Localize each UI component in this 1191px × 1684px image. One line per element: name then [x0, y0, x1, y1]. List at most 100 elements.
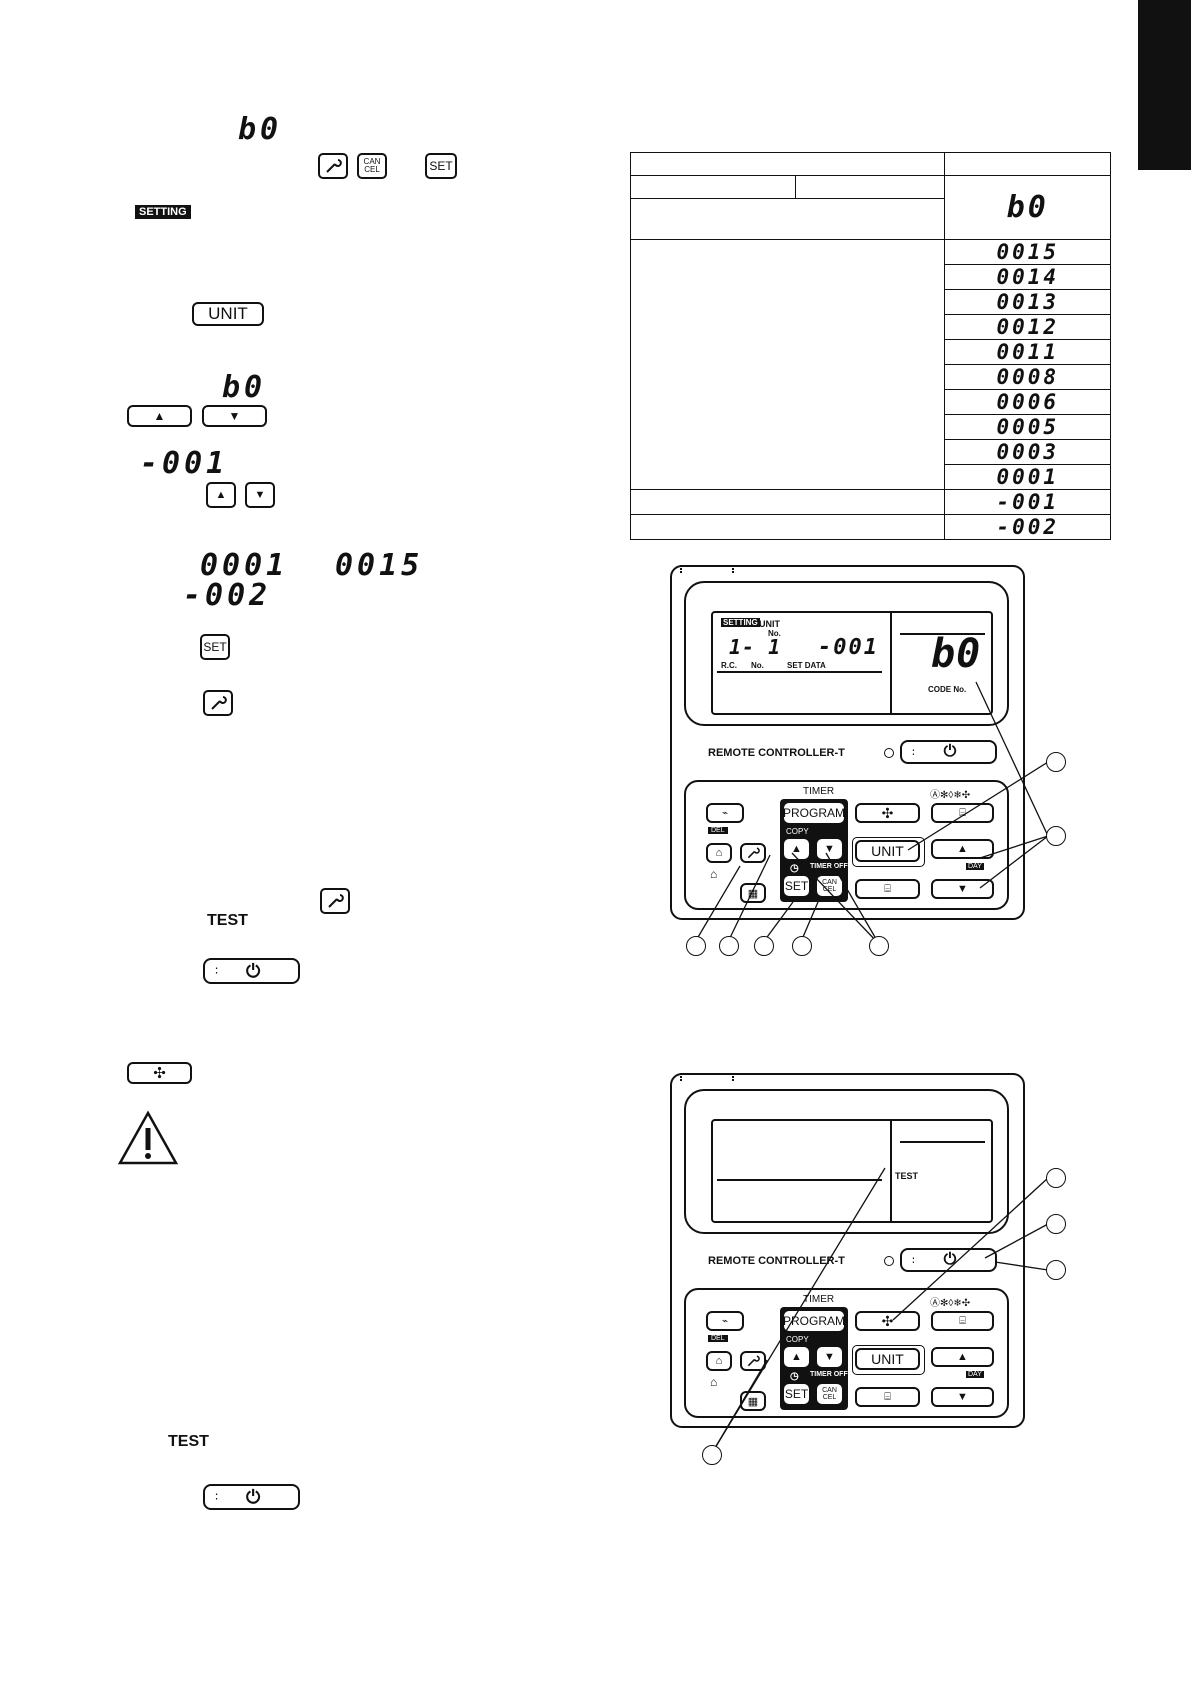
led-indicator-1: [884, 748, 894, 758]
code-b0-display: b0: [238, 112, 283, 147]
brand-label-2: REMOTE CONTROLLER-T: [708, 1255, 845, 1267]
vent-button-2[interactable]: ⌂: [706, 1351, 732, 1371]
lcd-no-label: No.: [768, 629, 781, 638]
unit-button-icon: UNIT: [192, 302, 264, 326]
vent-button-1[interactable]: ⌂: [706, 843, 732, 863]
power-button-icon: ∶⏻: [203, 958, 300, 984]
lcd-rc-label: R.C.: [721, 661, 737, 670]
program-button-2[interactable]: PROGRAM: [783, 1311, 845, 1331]
table-code-4: 0011: [996, 340, 1060, 364]
lcd-code-value: b0: [931, 631, 982, 677]
table-code-8: 0003: [996, 440, 1060, 464]
up-button-icon: ▲: [127, 405, 192, 427]
lcd2-test-label: TEST: [895, 1171, 919, 1181]
timer-off-label-1: TIMER OFF: [810, 863, 848, 870]
callout-marker-3: [686, 936, 706, 956]
check-button-1[interactable]: [740, 843, 766, 863]
fan-button-2[interactable]: ✣: [855, 1311, 920, 1331]
table-code-2: 0013: [996, 290, 1060, 314]
temp-up-button-1[interactable]: ▲: [931, 839, 994, 859]
power-button-2[interactable]: ∶⏻: [900, 1248, 997, 1272]
lcd-code-no-label: CODE No.: [928, 685, 967, 694]
temp-up-button-2[interactable]: ▲: [931, 1347, 994, 1367]
down-button-icon: ▼: [202, 405, 267, 427]
fan-button-1[interactable]: ✣: [855, 803, 920, 823]
value-minus-001: -001: [140, 446, 229, 481]
code-b0-display-2: b0: [222, 370, 267, 405]
callout-marker-9: [1046, 1214, 1066, 1234]
timer-off-label-2: TIMER OFF: [810, 1371, 848, 1378]
timer-down-button-2[interactable]: ▼: [817, 1347, 842, 1367]
program-button-1[interactable]: PROGRAM: [783, 803, 845, 823]
unit-button-2[interactable]: UNIT: [855, 1348, 920, 1370]
mode-icons-2: Ⓐ✻◊❄✣: [930, 1298, 971, 1309]
lcd-screen-1: SETTING UNIT No. 1- 1 -001 R.C. No. SET …: [711, 611, 993, 715]
fan-button-icon: ✣: [127, 1062, 192, 1084]
timer-label-2: TIMER: [803, 1294, 835, 1305]
down-small-icon: ▼: [245, 482, 275, 508]
table-code-minus-001: -001: [996, 490, 1060, 514]
lcd-screen-2: TEST: [711, 1119, 993, 1223]
copy-label-2: COPY: [786, 1335, 809, 1344]
power-button-1[interactable]: ∶⏻: [900, 740, 997, 764]
filter-button-1[interactable]: ⌸: [855, 879, 920, 899]
cancel-button-icon: CAN CEL: [357, 153, 387, 179]
lcd-unit-number: 1- 1: [729, 635, 782, 659]
table-code-5: 0008: [996, 365, 1060, 389]
temp-down-button-1[interactable]: ▼: [931, 879, 994, 899]
table-code-3: 0012: [996, 315, 1060, 339]
set-button-icon-2: SET: [200, 634, 230, 660]
temp-down-button-2[interactable]: ▼: [931, 1387, 994, 1407]
callout-marker-8: [1046, 1168, 1066, 1188]
cancel-button-1[interactable]: CAN CEL: [817, 876, 842, 896]
timer-up-button-2[interactable]: ▲: [784, 1347, 809, 1367]
swing-button-2[interactable]: ⌁: [706, 1311, 744, 1331]
lcd-divider-vertical: [890, 613, 892, 713]
lcd-unit-label: UNIT: [759, 619, 780, 629]
cancel-button-2[interactable]: CAN CEL: [817, 1384, 842, 1404]
callout-marker-4: [719, 936, 739, 956]
table-code-minus-002: -002: [996, 515, 1060, 539]
filter-button-2[interactable]: ⌸: [855, 1387, 920, 1407]
del-label-2: DEL: [708, 1335, 728, 1342]
callout-marker-5: [754, 936, 774, 956]
wrench-icon: [203, 690, 233, 716]
callout-marker-6: [792, 936, 812, 956]
lcd-frame-1: [684, 581, 1009, 726]
lcd-no-label-2: No.: [751, 661, 764, 670]
table-code-0: 0015: [996, 240, 1060, 264]
check-button-2[interactable]: [740, 1351, 766, 1371]
callout-marker-1: [1046, 752, 1066, 772]
set-button-icon: SET: [425, 153, 457, 179]
mode-button-1[interactable]: ⌸: [931, 803, 994, 823]
test-label: TEST: [207, 912, 248, 929]
test-label-2: TEST: [168, 1433, 209, 1450]
code-table: b0 0015 0014 0013 0012 0011 0008 0006 00…: [629, 152, 1111, 540]
remote-controller-1: SETTING UNIT No. 1- 1 -001 R.C. No. SET …: [670, 565, 1025, 920]
copy-label-1: COPY: [786, 827, 809, 836]
grid-button-1[interactable]: ▦: [740, 883, 766, 903]
home-icon-1: ⌂: [710, 867, 718, 881]
lcd-divider-right: [900, 633, 985, 635]
unit-button-1[interactable]: UNIT: [855, 840, 920, 862]
clock-icon-2: ◷: [790, 1371, 799, 1382]
grid-button-2[interactable]: ▦: [740, 1391, 766, 1411]
timer-down-button-1[interactable]: ▼: [817, 839, 842, 859]
unit-button-frame-1: [852, 837, 925, 867]
setting-badge: SETTING: [135, 205, 191, 219]
set-button-2[interactable]: SET: [784, 1384, 809, 1404]
del-label-1: DEL: [708, 827, 728, 834]
lcd2-divider-vertical: [890, 1121, 892, 1221]
clock-icon-1: ◷: [790, 863, 799, 874]
timer-up-button-1[interactable]: ▲: [784, 839, 809, 859]
remote-controller-2: TEST REMOTE CONTROLLER-T ∶⏻ TIMER PROGRA…: [670, 1073, 1025, 1428]
warning-icon: [117, 1110, 179, 1171]
value-0001: 0001: [200, 548, 289, 583]
lcd-divider-left: [717, 671, 882, 673]
set-button-1[interactable]: SET: [784, 876, 809, 896]
mode-button-2[interactable]: ⌸: [931, 1311, 994, 1331]
value-0015: 0015: [335, 548, 424, 583]
up-small-icon: ▲: [206, 482, 236, 508]
brand-label-1: REMOTE CONTROLLER-T: [708, 747, 845, 759]
swing-button-1[interactable]: ⌁: [706, 803, 744, 823]
